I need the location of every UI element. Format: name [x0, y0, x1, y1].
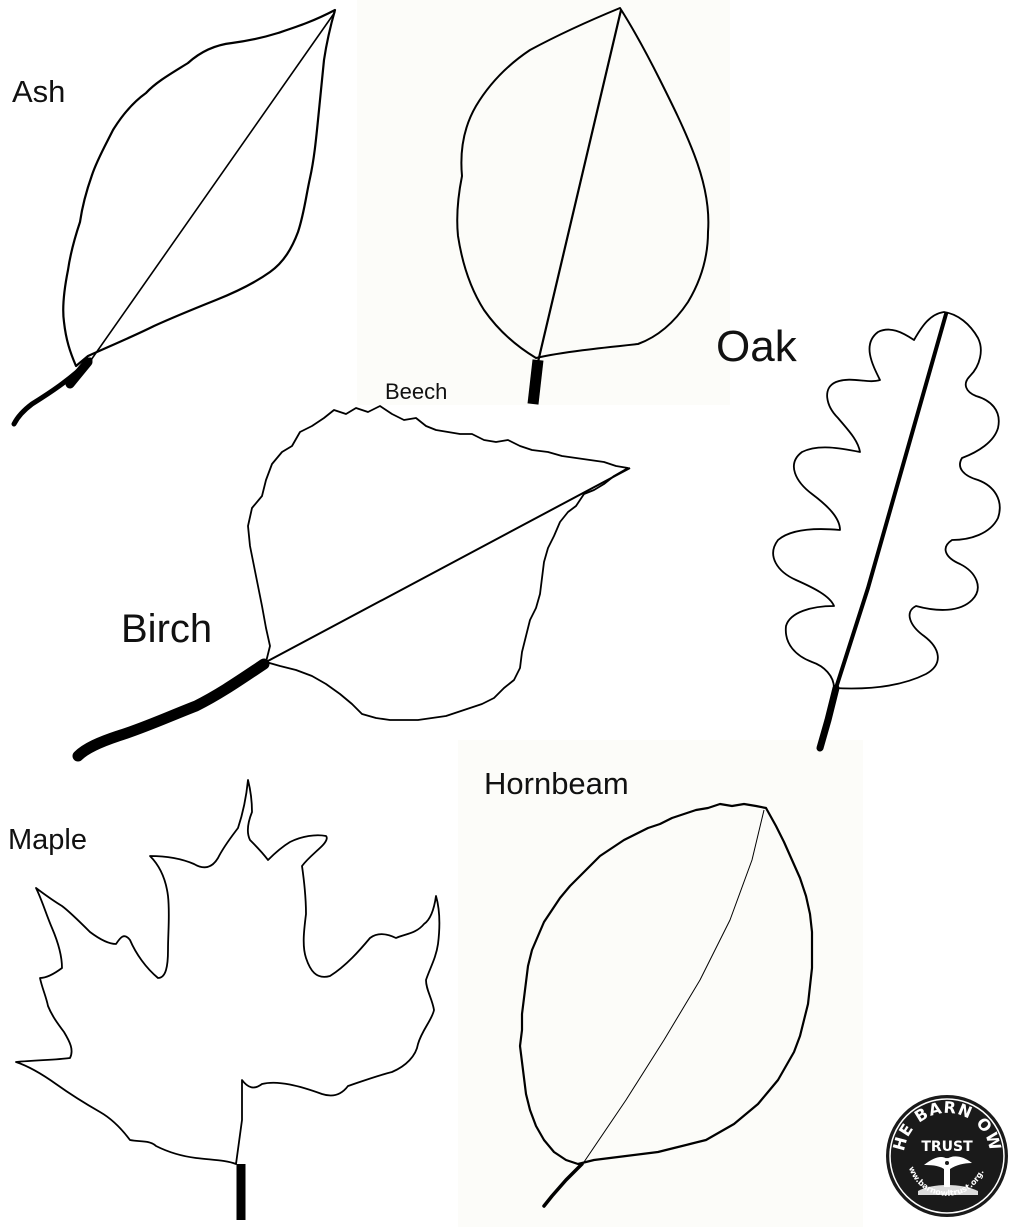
ash-midrib — [84, 12, 335, 370]
beech-leaf — [457, 8, 708, 404]
oak-label: Oak — [716, 322, 797, 372]
beech-stem — [533, 360, 538, 404]
birch-stem — [78, 664, 264, 756]
ash-outline — [63, 10, 335, 366]
oak-outline — [773, 312, 1000, 688]
birch-outline — [248, 406, 628, 720]
hornbeam-outline — [520, 804, 812, 1164]
birch-midrib — [266, 468, 630, 662]
oak-stem — [820, 688, 836, 748]
oak-leaf — [773, 312, 1000, 748]
hornbeam-label: Hornbeam — [484, 766, 629, 802]
birch-label: Birch — [121, 607, 212, 652]
hornbeam-stem — [544, 1164, 582, 1206]
maple-label: Maple — [8, 824, 87, 857]
barn-owl-trust-logo: THE BARN OWL TRUST www.barnowltrust.org.… — [884, 1093, 1010, 1219]
beech-outline — [457, 8, 708, 358]
hornbeam-midrib — [584, 810, 764, 1162]
oak-midrib — [836, 314, 946, 688]
birch-leaf — [78, 406, 630, 756]
beech-label: Beech — [385, 379, 447, 405]
ash-label: Ash — [12, 74, 65, 110]
ash-leaf — [14, 10, 335, 424]
logo-middle-text: TRUST — [921, 1139, 973, 1155]
hornbeam-leaf — [520, 804, 812, 1206]
beech-midrib — [538, 10, 621, 362]
